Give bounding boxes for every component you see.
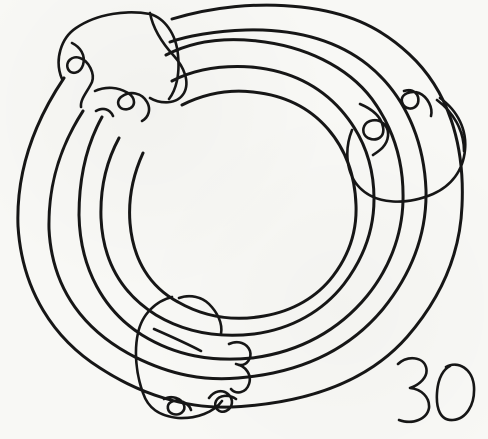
upper-left-clasp (59, 12, 187, 121)
figure-number-text: 30 (433, 425, 435, 427)
inner-loop (130, 91, 357, 318)
figure-number-30: 30 (390, 350, 480, 430)
